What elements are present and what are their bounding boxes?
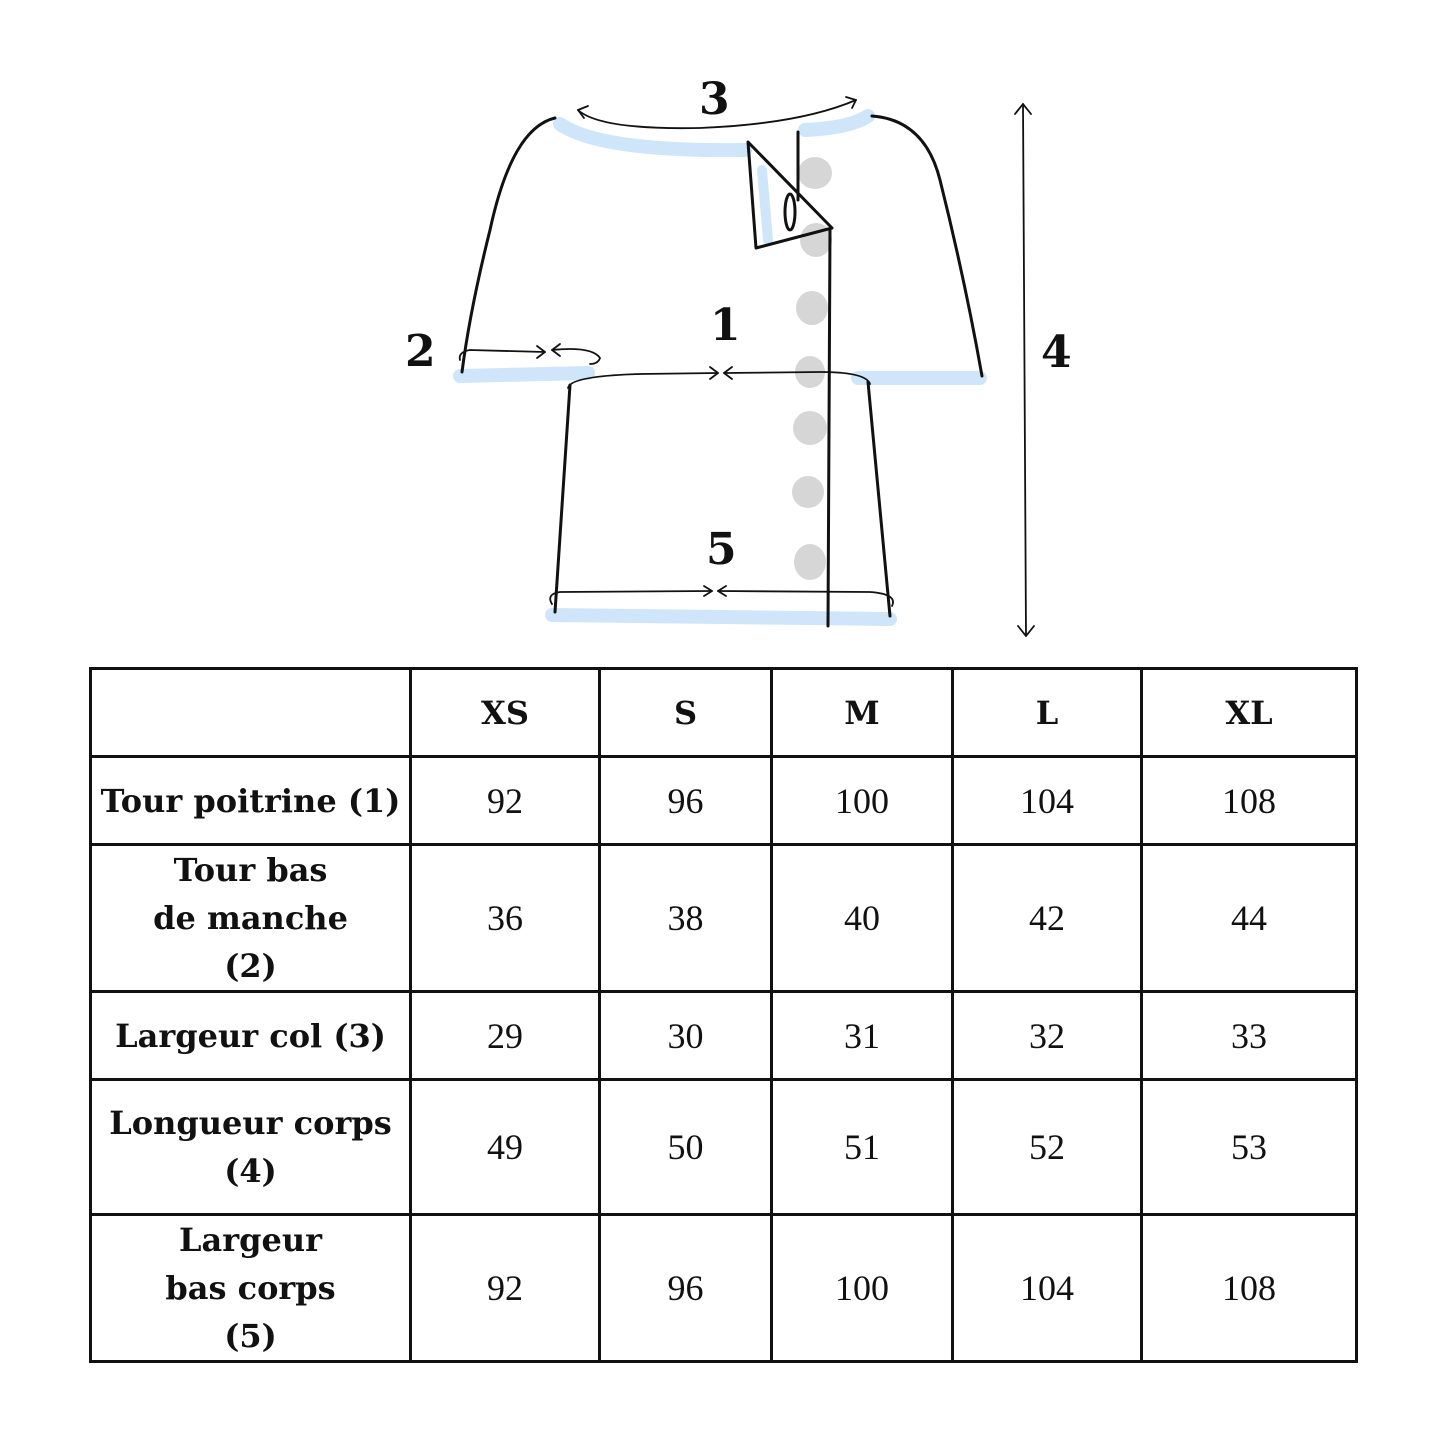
left-sleeve-outline xyxy=(460,116,557,374)
table-cell: 31 xyxy=(770,990,954,1081)
table-cell: 100 xyxy=(770,1213,954,1363)
table-row: Tour bas de manche (2) 36 38 40 42 44 xyxy=(89,843,1358,993)
row-label-body-length: Longueur corps (4) xyxy=(89,1078,412,1216)
table-cell: 100 xyxy=(770,755,954,846)
outline-group xyxy=(460,114,984,628)
trim-group xyxy=(453,109,987,626)
button-icon xyxy=(793,411,827,445)
table-cell: 52 xyxy=(951,1078,1143,1216)
size-header-xl: XL xyxy=(1140,667,1358,758)
hem-arrow-right xyxy=(717,590,894,607)
label-neck: 3 xyxy=(699,74,730,125)
length-arrow-head-bottom xyxy=(1017,625,1035,637)
right-side-seam xyxy=(866,380,892,618)
front-edge-line xyxy=(826,228,832,628)
neck-arrow-head-right xyxy=(845,96,857,109)
button-icon xyxy=(798,157,832,189)
size-header-xs: XS xyxy=(409,667,601,758)
label-body-length: 4 xyxy=(1041,327,1072,378)
sleeve-arrow-head-a xyxy=(536,345,546,359)
collar-flap xyxy=(746,140,834,250)
chest-arrow-right xyxy=(723,371,871,385)
sleeve-arrow-head-b xyxy=(551,343,561,357)
table-cell: 44 xyxy=(1140,843,1358,993)
table-cell: 32 xyxy=(951,990,1143,1081)
buttonhole-icon xyxy=(783,192,797,232)
row-label-neck: Largeur col (3) xyxy=(89,990,412,1081)
label-hem-width: 5 xyxy=(706,524,737,575)
hem-arrow-left xyxy=(549,590,713,605)
table-cell: 108 xyxy=(1140,1213,1358,1363)
button-icon xyxy=(794,544,826,580)
label-chest: 1 xyxy=(710,300,741,351)
row-label-hem-width: Largeur bas corps (5) xyxy=(89,1213,412,1363)
table-cell: 33 xyxy=(1140,990,1358,1081)
table-row: Tour poitrine (1) 92 96 100 104 108 xyxy=(89,755,1358,846)
label-sleeve-hem: 2 xyxy=(405,326,436,377)
table-cell: 96 xyxy=(598,755,773,846)
table-cell: 108 xyxy=(1140,755,1358,846)
hem-arrow-head-a xyxy=(703,585,713,597)
size-header-s: S xyxy=(598,667,773,758)
table-row: Largeur col (3) 29 30 31 32 33 xyxy=(89,990,1358,1081)
size-chart-table: XS S M L XL Tour poitrine (1) 92 96 100 … xyxy=(89,667,1358,1363)
corner-cell xyxy=(89,667,412,758)
sleeve-arrow-left xyxy=(458,349,546,361)
neck-arrow xyxy=(577,99,857,130)
table-cell: 51 xyxy=(770,1078,954,1216)
table-cell: 104 xyxy=(951,1213,1143,1363)
shirt-sketch xyxy=(453,96,1035,637)
sleeve-arrow-right xyxy=(551,348,601,365)
row-label-chest: Tour poitrine (1) xyxy=(89,755,412,846)
table-cell: 29 xyxy=(409,990,601,1081)
table-cell: 40 xyxy=(770,843,954,993)
button-icon xyxy=(792,476,824,508)
table-cell: 92 xyxy=(409,755,601,846)
placket-facing xyxy=(757,165,773,245)
table-cell: 36 xyxy=(409,843,601,993)
right-sleeve-outline xyxy=(870,114,984,378)
size-header-m: M xyxy=(770,667,954,758)
neck-trim-left xyxy=(553,117,752,158)
button-icon xyxy=(796,291,828,325)
length-arrow xyxy=(1022,103,1027,637)
garment-diagram: 1 2 3 4 5 xyxy=(0,0,1445,660)
table-cell: 53 xyxy=(1140,1078,1358,1216)
length-arrow-head-top xyxy=(1014,103,1032,115)
chest-arrow-head-a xyxy=(709,366,719,380)
table-cell: 38 xyxy=(598,843,773,993)
table-cell: 49 xyxy=(409,1078,601,1216)
table-cell: 104 xyxy=(951,755,1143,846)
sleeve-trim-left xyxy=(453,366,595,383)
size-header-l: L xyxy=(951,667,1143,758)
table-cell: 30 xyxy=(598,990,773,1081)
measure-arrows xyxy=(458,96,1035,637)
neck-trim-right xyxy=(798,109,875,137)
hem-arrow-head-b xyxy=(717,585,727,597)
neck-arrow-head-left xyxy=(577,105,589,119)
row-label-sleeve-hem: Tour bas de manche (2) xyxy=(89,843,412,993)
table-cell: 92 xyxy=(409,1213,601,1363)
table-cell: 42 xyxy=(951,843,1143,993)
chest-arrow-left xyxy=(567,372,719,389)
table-row: Longueur corps (4) 49 50 51 52 53 xyxy=(89,1078,1358,1216)
left-side-seam xyxy=(553,383,572,614)
hem-trim xyxy=(545,608,897,626)
table-header-row: XS S M L XL xyxy=(89,667,1358,758)
table-cell: 96 xyxy=(598,1213,773,1363)
table-row: Largeur bas corps (5) 92 96 100 104 108 xyxy=(89,1213,1358,1363)
table-cell: 50 xyxy=(598,1078,773,1216)
chest-arrow-head-b xyxy=(723,366,733,380)
